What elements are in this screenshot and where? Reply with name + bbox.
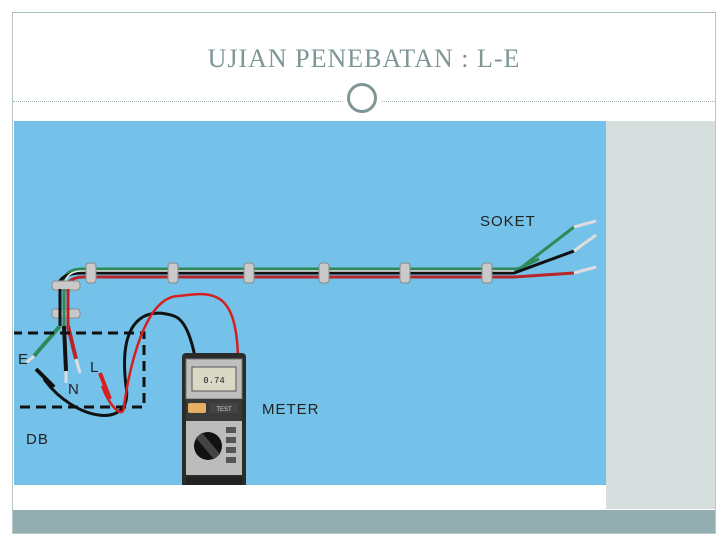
decor-circle-icon xyxy=(342,78,382,118)
black-test-lead xyxy=(42,311,198,417)
label-l: L xyxy=(90,359,100,376)
label-soket: SOKET xyxy=(480,213,536,230)
bottom-bar xyxy=(13,510,715,533)
soket-red-tip xyxy=(573,265,597,275)
meter-display: 0.74 xyxy=(203,376,225,386)
live-lead xyxy=(66,325,78,360)
black-probe xyxy=(34,367,56,389)
label-e: E xyxy=(18,351,30,368)
soket-black-tip xyxy=(573,233,597,253)
slide-title: UJIAN PENEBATAN : L-E xyxy=(207,44,521,73)
label-meter: METER xyxy=(262,401,320,418)
meter-button-icon xyxy=(188,403,206,413)
label-db: DB xyxy=(26,431,49,448)
soket-green-lead xyxy=(521,225,575,269)
wiring-diagram: 0.74 TEST SOKET E L N DB METER xyxy=(14,121,606,485)
wiring-svg: 0.74 TEST xyxy=(14,219,597,485)
red-probe xyxy=(98,372,112,400)
red-test-lead xyxy=(100,292,240,414)
meter-test-label: TEST xyxy=(216,407,232,413)
label-n: N xyxy=(68,381,80,398)
insulation-meter xyxy=(182,353,246,485)
top-dotted-line xyxy=(13,12,715,13)
earth-lead xyxy=(32,324,62,358)
soket-green-tip xyxy=(573,219,597,229)
right-side-panel xyxy=(606,121,715,509)
